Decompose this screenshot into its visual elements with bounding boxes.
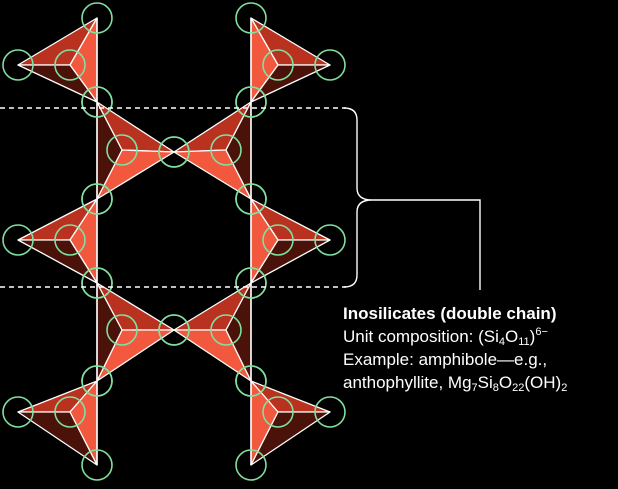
oxygen-atom [262,49,294,81]
oxygen-atom [314,49,346,81]
mineral-prefix: anthophyllite, Mg [343,373,472,392]
mineral-sub-mg: 7 [471,382,478,394]
unit-charge: 6− [535,326,548,338]
oxygen-atom [314,396,346,428]
mineral-sub-si: 8 [492,382,499,394]
oxygen-atoms-layer [2,2,346,481]
oxygen-atom [2,224,34,256]
oxygen-atom [235,86,267,118]
unit-oxygen: O [505,327,519,346]
bond-lines-layer [96,18,252,465]
silicate-tetrahedra-layer [17,17,331,466]
oxygen-atom [158,314,190,346]
oxygen-atom [314,224,346,256]
oxygen-atom [106,314,138,346]
oxygen-atom [81,449,113,481]
oxygen-atom [2,396,34,428]
oxygen-atom [235,449,267,481]
oxygen-atom [81,267,113,299]
unit-close: ) [529,327,536,346]
oxygen-atom [54,224,86,256]
oxygen-atom [2,49,34,81]
oxygen-atom [235,365,267,397]
oxygen-atom [54,396,86,428]
mineral-o: O [498,373,513,392]
oxygen-atom [235,2,267,34]
unit-sub-o: 11 [518,336,530,348]
tetrahedron-face [17,64,98,103]
unit-bracket [343,107,481,290]
oxygen-atom [158,136,190,168]
oxygen-atom [210,134,242,166]
unit-prefix: Unit composition: (Si [343,327,499,346]
mineral-formula-line: anthophyllite, Mg7Si8O22(OH)2 [343,371,567,394]
mineral-caption: Inosilicates (double chain) Unit composi… [343,302,567,394]
caption-title: Inosilicates (double chain) [343,304,557,323]
oxygen-atom [235,267,267,299]
tetrahedron-face [17,411,98,466]
tetrahedron-face [17,239,98,284]
tetrahedron-face [250,239,331,284]
oxygen-atom [210,314,242,346]
oxygen-atom [262,396,294,428]
example-line: Example: amphibole—e.g., [343,350,548,369]
repeat-unit-marker [0,107,481,290]
mineral-sub-oh: 2 [561,382,568,394]
unit-sub-si: 4 [498,336,506,348]
oxygen-atom [81,86,113,118]
tetrahedron-face [250,411,331,466]
oxygen-atom [81,365,113,397]
unit-composition-line: Unit composition: (Si4O11)6− [343,325,567,348]
oxygen-atom [262,224,294,256]
mineral-sub-o: 22 [512,382,525,394]
mineral-oh: (OH) [524,373,562,392]
oxygen-atom [106,134,138,166]
oxygen-atom [54,49,86,81]
oxygen-atom [81,2,113,34]
oxygen-atom [235,183,267,215]
mineral-si: Si [477,373,493,392]
tetrahedron-face [250,64,331,103]
oxygen-atom [81,183,113,215]
